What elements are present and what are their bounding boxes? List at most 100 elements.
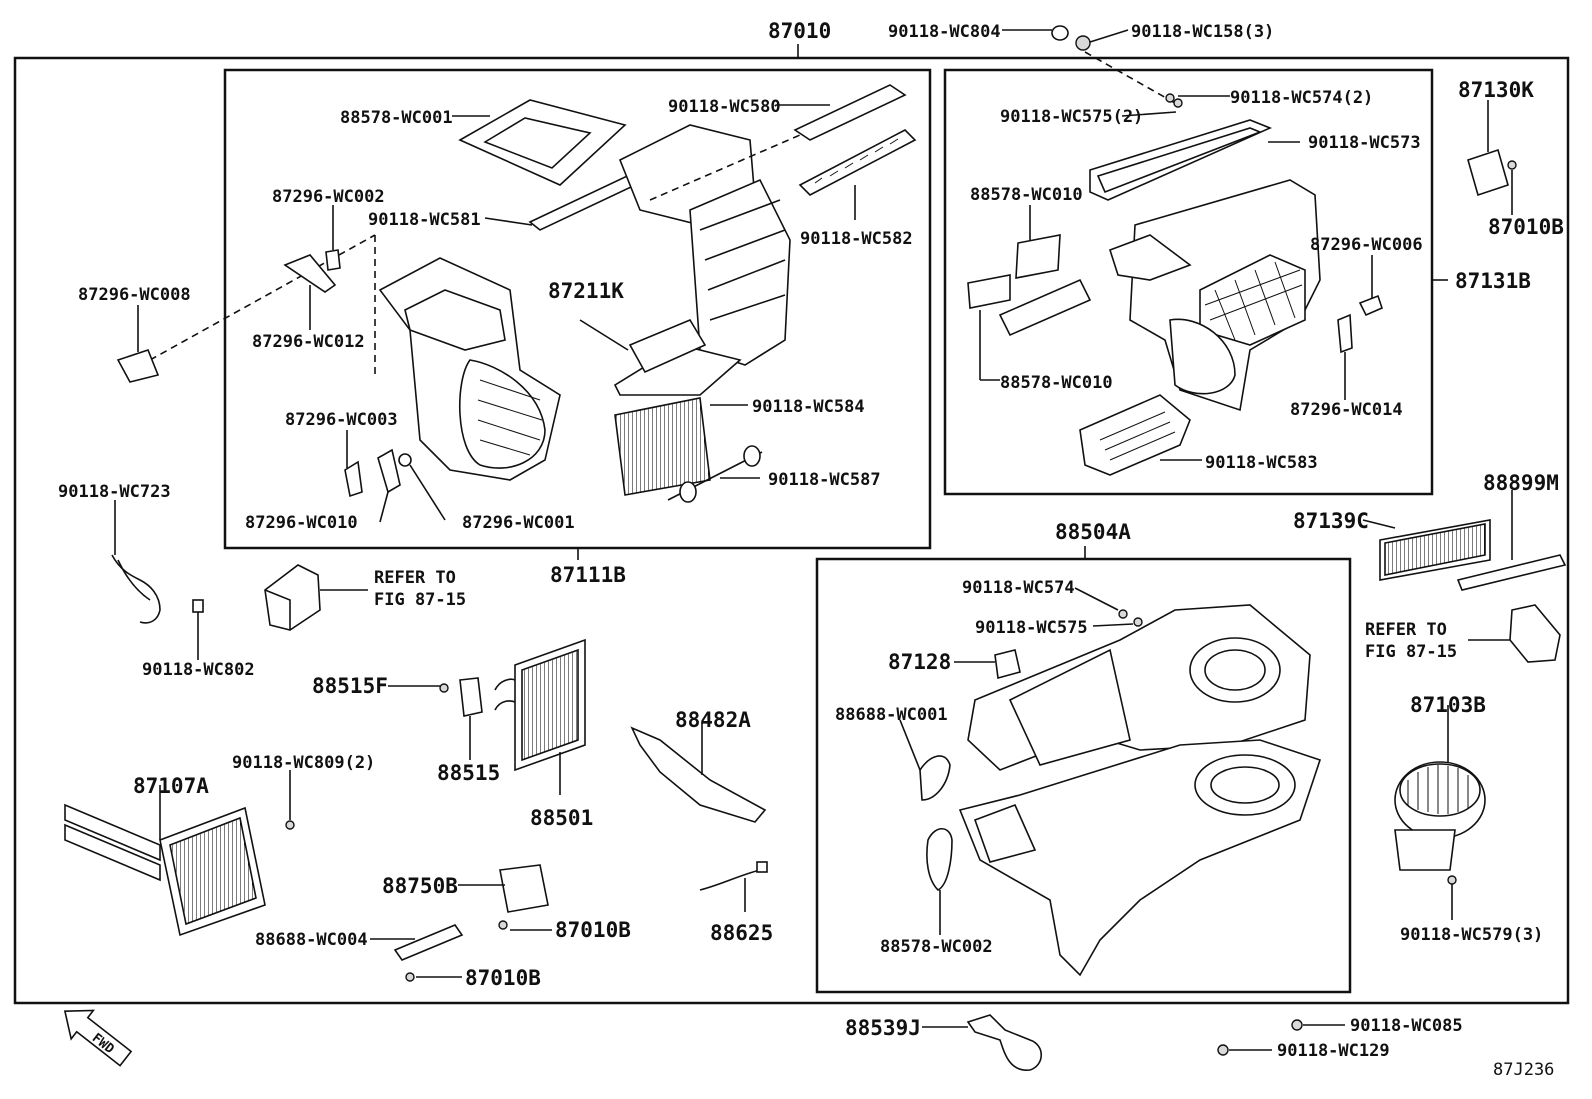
label-90118-wc723: 90118-WC723 xyxy=(58,482,171,502)
cover-88688-wc004 xyxy=(370,924,464,961)
label-88688-wc004: 88688-WC004 xyxy=(255,930,368,950)
evap-housing-left xyxy=(378,257,561,481)
label-refer-left-line2: FIG 87-15 xyxy=(374,590,466,610)
figure-id: 87J236 xyxy=(1493,1060,1554,1080)
label-90118-wc579: 90118-WC579(3) xyxy=(1400,925,1543,945)
label-88482a: 88482A xyxy=(675,708,751,732)
heater-housing-upper xyxy=(967,604,1311,771)
label-90118-wc582: 90118-WC582 xyxy=(800,229,913,249)
duct-88539j xyxy=(922,1014,1043,1071)
heater-core-87107a xyxy=(64,785,266,937)
cover-90118-wc583 xyxy=(1079,394,1202,476)
label-87130k: 87130K xyxy=(1458,78,1534,102)
frame-88504a xyxy=(815,546,1352,994)
label-88501: 88501 xyxy=(530,806,593,830)
clip-90118-wc802 xyxy=(192,599,204,660)
cover-88578-wc001 xyxy=(452,99,627,186)
outer-assembly-frame xyxy=(13,44,1570,1005)
label-87296-wc010: 87296-WC010 xyxy=(245,513,358,533)
fwd-arrow-icon: FWD xyxy=(63,1009,133,1067)
label-87296-wc012: 87296-WC012 xyxy=(252,332,365,352)
screw-87010b-bot xyxy=(405,972,462,982)
label-90118-wc575: 90118-WC575 xyxy=(975,618,1088,638)
label-90118-wc584: 90118-WC584 xyxy=(752,397,865,417)
harness-90118-wc723 xyxy=(111,500,161,624)
bracket-88482a xyxy=(630,722,767,823)
label-87010b-mid: 87010B xyxy=(555,918,631,942)
label-88539j: 88539J xyxy=(845,1016,921,1040)
evaporator-88501 xyxy=(494,638,586,795)
label-90118-wc804: 90118-WC804 xyxy=(888,22,1001,42)
cover-88578-wc010-a xyxy=(1015,205,1061,279)
seal-87128 xyxy=(954,649,1021,680)
label-87296-wc003: 87296-WC003 xyxy=(285,410,398,430)
label-90118-wc085: 90118-WC085 xyxy=(1350,1016,1463,1036)
label-90118-wc587: 90118-WC587 xyxy=(768,470,881,490)
bolt-88515f xyxy=(388,683,449,693)
label-87296-wc014: 87296-WC014 xyxy=(1290,400,1403,420)
label-88578-wc010-a: 88578-WC010 xyxy=(970,185,1083,205)
nut-90118-wc158 xyxy=(1075,29,1129,51)
label-90118-wc583: 90118-WC583 xyxy=(1205,453,1318,473)
label-88578-wc002: 88578-WC002 xyxy=(880,937,993,957)
screw-90118-wc579 xyxy=(1447,875,1457,920)
blower-housing-upper xyxy=(1109,179,1321,412)
label-87131b: 87131B xyxy=(1455,269,1531,293)
label-87010b-top: 87010B xyxy=(1488,215,1564,239)
seal-88578-wc002 xyxy=(926,827,953,935)
cover-88578-wc010-b xyxy=(967,274,1092,381)
label-90118-wc581: 90118-WC581 xyxy=(368,210,481,230)
blower-motor-87103b xyxy=(1394,705,1486,871)
housing-upper xyxy=(618,124,791,366)
label-87139c: 87139C xyxy=(1293,509,1369,533)
sensor-88625 xyxy=(699,861,768,912)
bracket-87296-wc008 xyxy=(116,305,160,383)
screw-90118-wc575-2 xyxy=(1121,98,1183,117)
frame-87131b xyxy=(943,68,1448,496)
label-88899m: 88899M xyxy=(1483,471,1559,495)
label-refer-left-line1: REFER TO xyxy=(374,568,456,588)
label-88515f: 88515F xyxy=(312,674,388,698)
label-87296-wc006: 87296-WC006 xyxy=(1310,235,1423,255)
label-90118-wc158: 90118-WC158(3) xyxy=(1131,22,1274,42)
part-labels: 87010 90118-WC804 90118-WC158(3) 88578-W… xyxy=(58,19,1564,1080)
screw-90118-wc574 xyxy=(1074,587,1128,619)
label-88750b: 88750B xyxy=(382,874,458,898)
label-90118-wc802: 90118-WC802 xyxy=(142,660,255,680)
label-90118-wc574: 90118-WC574 xyxy=(962,578,1075,598)
label-90118-wc574-2: 90118-WC574(2) xyxy=(1230,88,1373,108)
lever-87296-wc012 xyxy=(283,254,337,330)
label-refer-right-line2: FIG 87-15 xyxy=(1365,642,1457,662)
screw-90118-wc574-2 xyxy=(1165,93,1230,103)
shaft-90118-wc587 xyxy=(667,445,763,503)
lever-87296-wc014 xyxy=(1337,313,1353,400)
duct-refer-right xyxy=(1468,604,1561,663)
frame-88899m xyxy=(1456,490,1567,591)
label-87111b: 87111B xyxy=(550,563,626,587)
label-90118-wc580: 90118-WC580 xyxy=(668,97,781,117)
clip-90118-wc804 xyxy=(1002,25,1069,41)
valve-88515 xyxy=(459,677,483,760)
label-87296-wc001: 87296-WC001 xyxy=(462,513,575,533)
heater-housing-lower xyxy=(958,739,1322,977)
label-87107a: 87107A xyxy=(133,774,209,798)
label-90118-wc809: 90118-WC809(2) xyxy=(232,753,375,773)
actuator-87296-wc006 xyxy=(1358,255,1383,317)
label-87211k: 87211K xyxy=(548,279,624,303)
screw-90118-wc575 xyxy=(1092,617,1143,627)
label-87103b: 87103B xyxy=(1410,693,1486,717)
label-refer-right-line1: REFER TO xyxy=(1365,620,1447,640)
label-88578-wc010-b: 88578-WC010 xyxy=(1000,373,1113,393)
actuator-87130k xyxy=(1467,100,1509,197)
screw-87010b-mid xyxy=(498,920,552,931)
damper-90118-wc580 xyxy=(776,84,907,141)
resistor-88750b xyxy=(458,864,549,913)
label-88688-wc001: 88688-WC001 xyxy=(835,705,948,725)
lever-87296-wc003 xyxy=(344,430,363,498)
label-87128: 87128 xyxy=(888,650,951,674)
duct-87211k xyxy=(579,318,742,396)
screw-87010b-top xyxy=(1507,160,1517,215)
label-90118-wc575-2: 90118-WC575(2) xyxy=(1000,107,1143,127)
label-87010: 87010 xyxy=(768,19,831,43)
damper-90118-wc582 xyxy=(649,129,917,220)
